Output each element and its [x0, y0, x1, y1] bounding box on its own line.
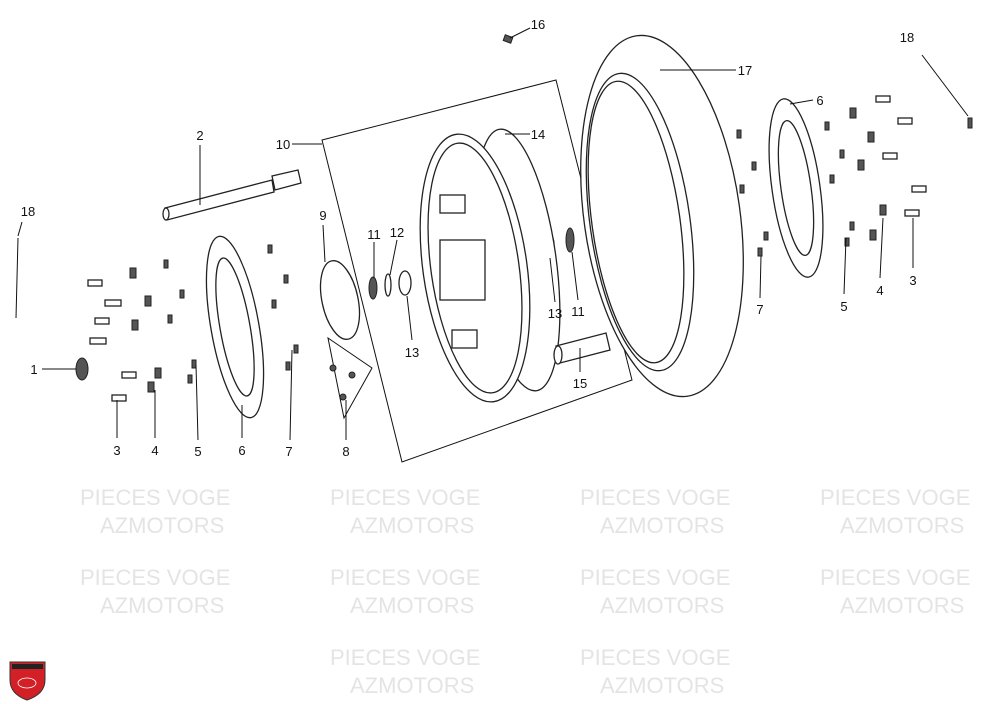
watermark-text: PIECES VOGE	[820, 565, 970, 590]
callout-14: 14	[531, 127, 545, 142]
callout-labels: 1 2 3 4 5 6 7 8 9 10 11 12 13 11 13 14 1…	[21, 17, 917, 459]
watermark-text: AZMOTORS	[600, 673, 724, 698]
left-hardware	[15, 237, 299, 402]
hub-nut	[75, 357, 89, 381]
axle-part	[162, 169, 302, 221]
watermark-text: AZMOTORS	[350, 593, 474, 618]
callout-9: 9	[319, 208, 326, 223]
callout-10: 10	[276, 137, 290, 152]
callout-11-right: 11	[571, 304, 585, 319]
right-hardware	[736, 95, 973, 257]
watermark-text: AZMOTORS	[840, 593, 964, 618]
watermark-text: AZMOTORS	[100, 593, 224, 618]
callout-15: 15	[573, 376, 587, 391]
watermark-text: AZMOTORS	[600, 593, 724, 618]
left-brake-disc	[205, 235, 265, 419]
callout-3: 3	[113, 443, 120, 458]
right-brake-disc	[768, 98, 824, 278]
spacer	[553, 332, 611, 365]
callout-16: 16	[531, 17, 545, 32]
watermark-text: PIECES VOGE	[330, 565, 480, 590]
callout-4: 4	[151, 443, 158, 458]
callout-5-right: 5	[840, 299, 847, 314]
wheel-rim	[419, 128, 561, 403]
watermark-text: PIECES VOGE	[580, 645, 730, 670]
callout-18-left: 18	[21, 204, 35, 219]
watermark-text: AZMOTORS	[100, 513, 224, 538]
watermark-text: PIECES VOGE	[330, 645, 480, 670]
abs-ring	[319, 260, 361, 401]
callout-4-right: 4	[876, 283, 883, 298]
callout-5: 5	[194, 444, 201, 459]
callout-17: 17	[738, 63, 752, 78]
watermark-text: PIECES VOGE	[820, 485, 970, 510]
callout-8: 8	[342, 444, 349, 459]
azmotors-logo	[9, 661, 46, 701]
bolt-group-box	[327, 336, 373, 420]
watermark-text: PIECES VOGE	[330, 485, 480, 510]
valve	[502, 34, 514, 44]
callout-13-right: 13	[548, 306, 562, 321]
tire	[580, 34, 744, 398]
watermark-text: AZMOTORS	[350, 513, 474, 538]
callout-2: 2	[196, 128, 203, 143]
callout-7-right: 7	[756, 302, 763, 317]
callout-3-right: 3	[909, 273, 916, 288]
callout-12: 12	[390, 225, 404, 240]
watermark-text: PIECES VOGE	[580, 565, 730, 590]
callout-18-right: 18	[900, 30, 914, 45]
watermark-text: PIECES VOGE	[580, 485, 730, 510]
callout-7: 7	[285, 444, 292, 459]
callout-13: 13	[405, 345, 419, 360]
leader-lines	[17, 27, 969, 441]
watermark-text: AZMOTORS	[600, 513, 724, 538]
callout-11: 11	[367, 227, 381, 242]
watermark-text: PIECES VOGE	[80, 565, 230, 590]
callout-6-right: 6	[816, 93, 823, 108]
wheel-assembly-box	[321, 79, 633, 463]
watermark-text: AZMOTORS	[840, 513, 964, 538]
callout-1: 1	[30, 362, 37, 377]
callout-6: 6	[238, 443, 245, 458]
watermark-text: AZMOTORS	[350, 673, 474, 698]
watermark-text: PIECES VOGE	[80, 485, 230, 510]
